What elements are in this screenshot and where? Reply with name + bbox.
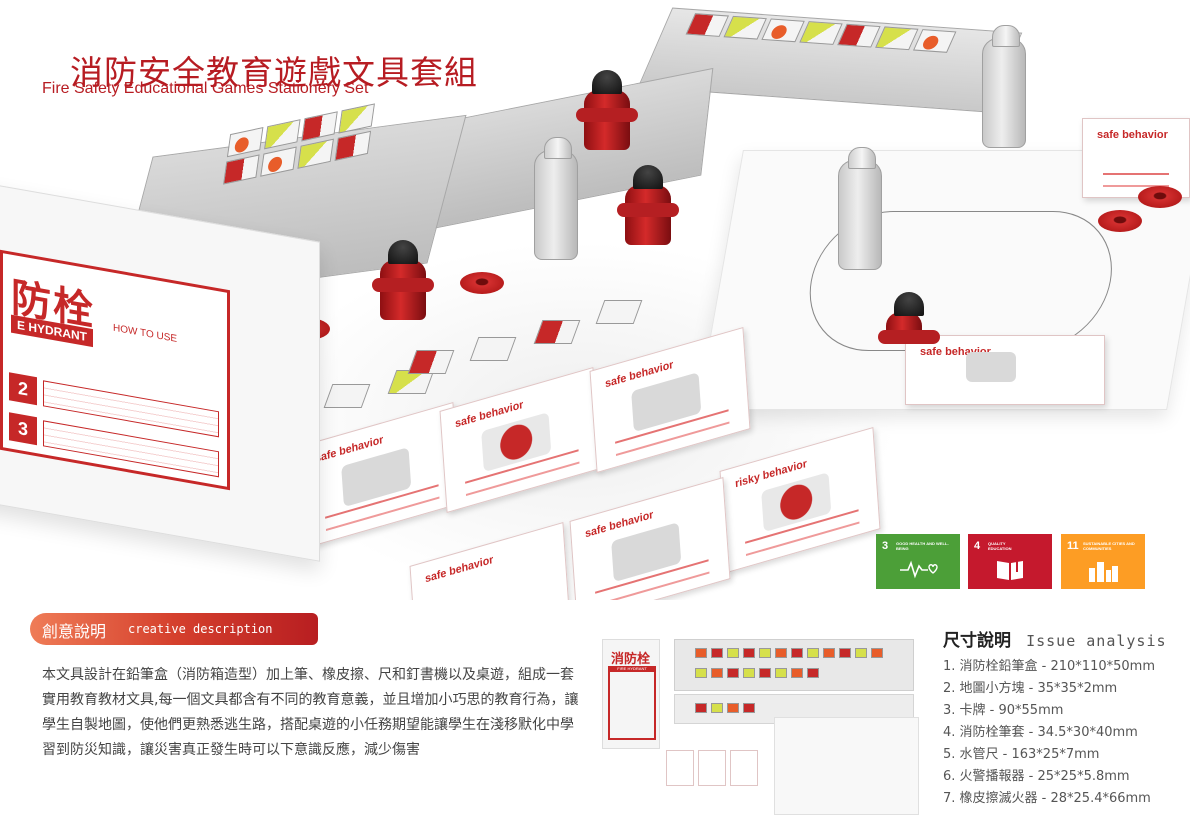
card-title: safe behavior [424,553,494,586]
book-icon [968,558,1052,586]
thumb-box-en: FIRE HYDRANT [608,666,656,672]
hydrant-pen-cap [372,240,434,320]
thumb-tile [775,648,787,658]
thumb-card [698,750,726,786]
fire-alarm-disc [1098,210,1142,232]
sdg-badge-4: 4 QUALITY EDUCATION [968,534,1052,589]
dimensions-header: 尺寸說明 Issue analysis [943,626,1167,651]
title-en: Fire Safety Educational Games Stationery… [42,80,369,97]
eraser-extinguisher [838,147,882,270]
thumb-box-zh: 消防栓 [611,652,651,667]
thumb-tile [743,668,755,678]
thumb-tile [727,703,739,713]
thumb-box: 消防栓 FIRE HYDRANT [602,639,660,749]
thumb-tile [695,648,707,658]
sdg-number: 4 [974,540,981,552]
fire-alarm-disc [1138,186,1182,208]
sdg-text: QUALITY EDUCATION [988,541,1012,551]
map-tile [723,15,767,40]
dimension-item: 2. 地圖小方塊 - 35*35*2mm [943,681,1118,696]
thumb-tile [871,648,883,658]
city-icon [1061,558,1145,586]
dimensions-list: 1. 消防栓鉛筆盒 - 210*110*50mm 2. 地圖小方塊 - 35*3… [943,656,1155,810]
board-card: safe behavior [905,335,1105,405]
card-image [966,352,1016,382]
dimension-item: 6. 火警播報器 - 25*25*5.8mm [943,769,1130,784]
thumb-tile [823,648,835,658]
dimension-item: 1. 消防栓鉛筆盒 - 210*110*50mm [943,659,1155,674]
thumb-tile [711,703,723,713]
thumb-tile [711,668,723,678]
thumb-tile [807,668,819,678]
map-tile [301,111,338,142]
map-tile [338,103,375,134]
thumb-tile [775,668,787,678]
thumb-box-label [608,670,656,740]
product-render: safe behavior safe behavior [0,7,1190,600]
thumb-tile [807,648,819,658]
fire-alarm-disc [460,272,504,294]
creative-description-body: 本文具設計在鉛筆盒（消防箱造型）加上筆、橡皮擦、尺和釘書機以及桌遊，組成一套實用… [42,667,579,758]
creative-heading-zh: 創意說明 [42,622,107,641]
thumb-tile [791,668,803,678]
map-tile [685,13,729,37]
sdg-badge-11: 11 SUSTAINABLE CITIES AND COMMUNITIES [1061,534,1145,589]
board-card-top: safe behavior [1082,118,1190,198]
thumb-tile [727,648,739,658]
creative-description-header: 創意說明 creative description [30,613,318,645]
dimension-item: 7. 橡皮擦滅火器 - 28*25.4*66mm [943,791,1151,806]
heartbeat-icon [876,558,960,584]
sdg-text: GOOD HEALTH AND WELL-BEING [896,541,949,551]
title-zh: 消防安全教育遊戲文具套組 [70,53,478,92]
card-text-lines [1103,173,1169,187]
hydrant-pen-cap [617,165,679,245]
thumb-tile [711,648,723,658]
thumb-card [666,750,694,786]
dimension-item: 5. 水管尺 - 163*25*7mm [943,747,1100,762]
thumb-card [730,750,758,786]
box-step-number: 3 [9,412,37,446]
dimensions-heading-zh: 尺寸說明 [943,631,1011,651]
hydrant-pen-cap [878,292,940,344]
dimensions-heading-en: Issue analysis [1026,632,1167,650]
map-tile [226,127,264,158]
eraser-extinguisher [534,137,578,260]
thumb-tile [855,648,867,658]
thumb-tile [743,648,755,658]
eraser-extinguisher [982,25,1026,148]
map-tile [799,21,843,45]
thumb-tile [727,668,739,678]
sdg-number: 3 [882,540,889,552]
sdg-text: SUSTAINABLE CITIES AND COMMUNITIES [1083,541,1135,551]
product-overview-thumbnail: 消防栓 FIRE HYDRANT [598,632,920,817]
thumb-tile [791,648,803,658]
thumb-tile [743,703,755,713]
creative-heading-en: creative description [128,622,273,636]
card-title: safe behavior [1097,129,1168,141]
thumb-tile [839,648,851,658]
map-tile [875,26,919,51]
dimension-item: 3. 卡牌 - 90*55mm [943,703,1064,718]
thumb-tile [759,648,771,658]
dimension-item: 4. 消防栓筆套 - 34.5*30*40mm [943,725,1138,740]
map-tile [761,18,805,43]
box-how-to-use: HOW TO USE [113,322,178,345]
box-step-number: 2 [9,372,37,406]
thumb-tray [674,639,914,691]
map-tile [837,23,881,48]
thumb-tile [695,703,707,713]
sdg-badge-3: 3 GOOD HEALTH AND WELL-BEING [876,534,960,589]
sdg-number: 11 [1067,540,1079,552]
thumb-tile [695,668,707,678]
map-tile [264,119,301,150]
thumb-tile [759,668,771,678]
thumb-board [774,717,919,815]
box-label: 防栓 E HYDRANT HOW TO USE 2 3 [0,249,230,491]
hydrant-pen-cap [576,70,638,150]
